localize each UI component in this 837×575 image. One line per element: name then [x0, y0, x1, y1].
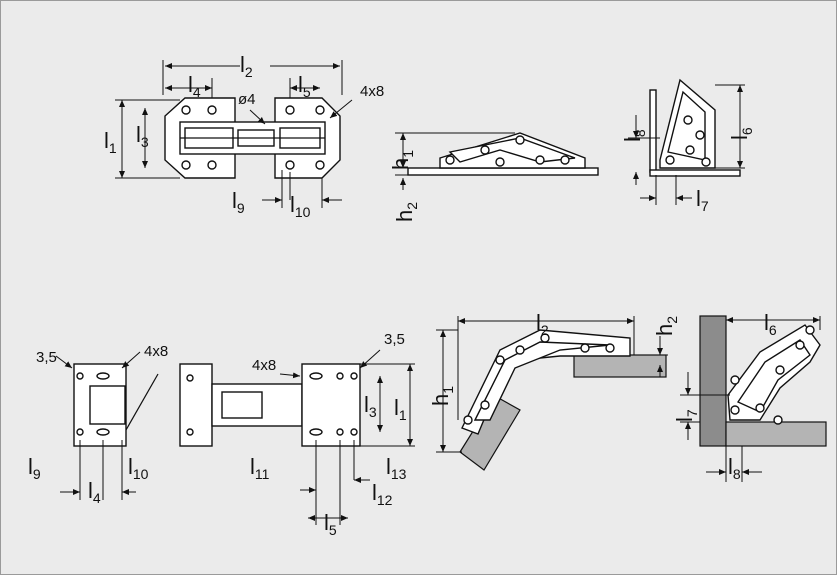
- label-l4: l4: [188, 72, 201, 100]
- label-l1-bottom: l1: [394, 395, 407, 423]
- label-l11: l11: [250, 454, 270, 482]
- label-l4-bottom: l4: [88, 478, 101, 506]
- label-l8-bottom: l8: [728, 454, 741, 482]
- label-l6-bottom: l6: [764, 310, 777, 338]
- label-l3-bottom: l3: [364, 392, 377, 420]
- side-view-open-small: l6 l8 l7: [620, 78, 755, 214]
- label-l9-top: l9: [232, 188, 245, 216]
- mounted-view-side: l6 l7 l8: [672, 310, 827, 482]
- label-l12: l12: [372, 480, 393, 508]
- label-l10-bottom: l10: [128, 454, 149, 482]
- label-l2: l2: [240, 52, 253, 80]
- label-l7-bottom: l7: [672, 409, 700, 422]
- top-view-hinge-open: l2 l4 l5 ø4 4x8 l1 l3 l9 l10: [104, 52, 384, 220]
- label-l6-top: l6: [727, 127, 755, 140]
- label-l8-top: l8: [620, 129, 648, 142]
- label-h2-bottom: h2: [652, 316, 680, 336]
- label-l13: l13: [386, 454, 407, 482]
- label-hole-middle: 3,5: [384, 331, 405, 348]
- label-diameter: ø4: [238, 91, 256, 108]
- hinge-extended-view: 4x8 3,5 l3 l1 l11 l12 l13 l5: [179, 331, 415, 538]
- label-h1-top: h1: [388, 150, 416, 170]
- side-view-closed: h1 h2: [388, 132, 599, 222]
- label-slot-left: 4x8: [144, 343, 168, 360]
- label-l1: l1: [104, 128, 117, 156]
- label-l7-top: l7: [696, 186, 709, 214]
- label-l10-top: l10: [290, 192, 311, 220]
- label-l5: l5: [298, 72, 311, 100]
- mounted-view-open: l2 h1 h2: [428, 310, 680, 471]
- leaf-detail-small: 3,5 4x8 l9 l4 l10: [28, 343, 168, 506]
- label-l2-bottom: l2: [536, 310, 549, 338]
- label-h1-bottom: h1: [428, 386, 456, 406]
- label-l9-bottom: l9: [28, 454, 41, 482]
- label-l3: l3: [136, 122, 149, 150]
- label-slot-4x8-top: 4x8: [360, 83, 384, 100]
- label-slot-middle: 4x8: [252, 357, 276, 374]
- label-l5-bottom: l5: [324, 510, 337, 538]
- label-hole-left: 3,5: [36, 349, 57, 366]
- label-h2-top: h2: [392, 202, 420, 222]
